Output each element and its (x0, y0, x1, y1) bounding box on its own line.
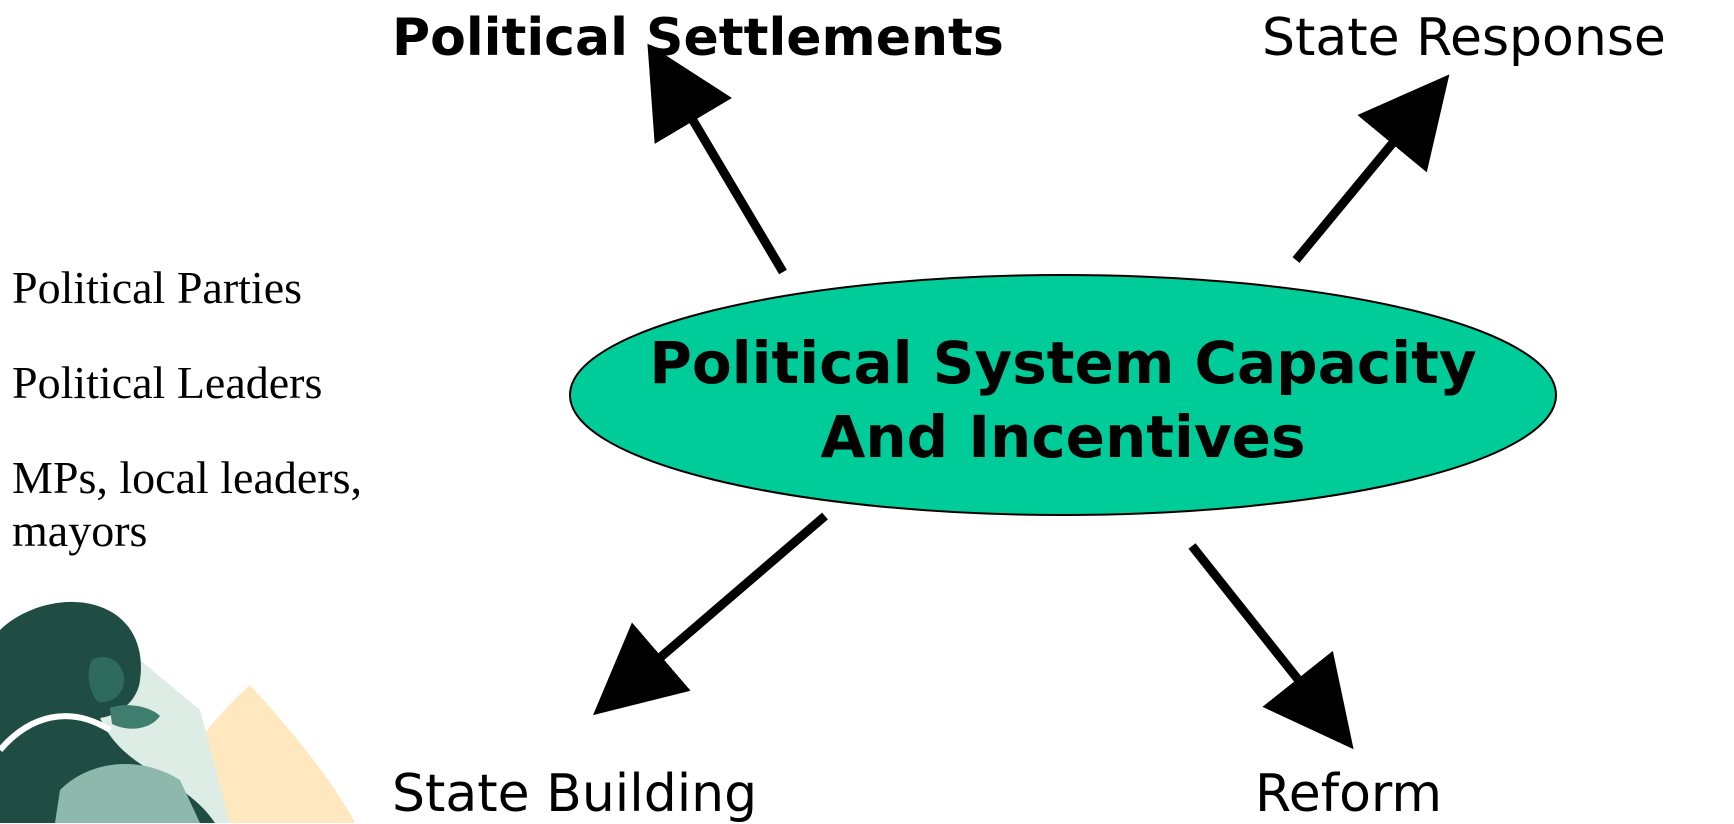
actor-item: MPs, local leaders, mayors (12, 451, 363, 556)
outcome-political-settlements: Political Settlements (392, 8, 1004, 68)
outcome-reform: Reform (1255, 764, 1443, 824)
outcome-state-response: State Response (1262, 8, 1666, 68)
center-ellipse (569, 274, 1557, 516)
actor-item: Political Leaders (12, 356, 323, 408)
arrow-to-state-response (1292, 74, 1450, 263)
arrow-to-state-building (593, 512, 828, 716)
center-label-line2: And Incentives (820, 403, 1306, 471)
arrow-to-political-settlements (647, 43, 787, 275)
actors-list: Political Parties Political Leaders MPs,… (12, 262, 432, 600)
center-label-line1: Political System Capacity (649, 329, 1477, 397)
decorative-photo (0, 601, 355, 823)
arrow-to-reform (1188, 543, 1354, 750)
center-label: Political System Capacity And Incentives (568, 326, 1558, 474)
outcome-state-building: State Building (392, 764, 758, 824)
actor-item: Political Parties (12, 262, 303, 313)
